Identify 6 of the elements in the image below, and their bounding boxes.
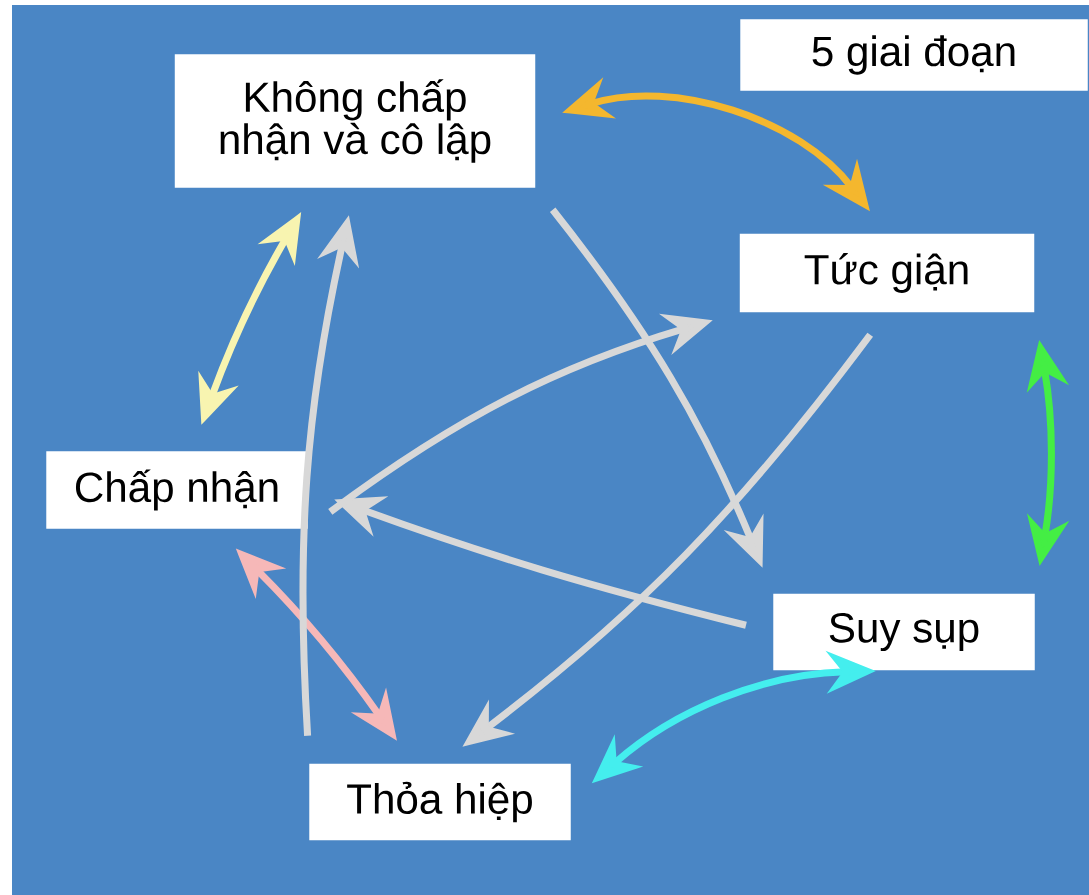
title-box: 5 giai đoạn (740, 19, 1088, 91)
stage-box: Suy sụp (773, 593, 1035, 671)
stage-box: Thỏa hiệp (309, 763, 571, 841)
stage-box: Chấp nhận (46, 451, 308, 529)
stage-box: Tức giận (739, 233, 1035, 313)
stage-box: Không chấp nhận và cô lập (174, 54, 536, 188)
